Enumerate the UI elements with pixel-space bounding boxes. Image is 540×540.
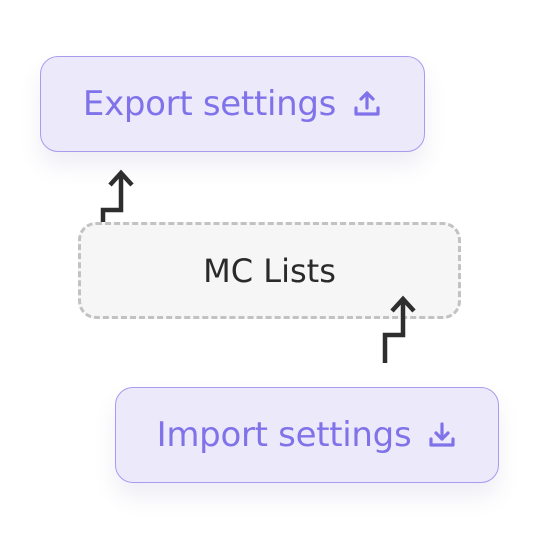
mc-lists-label: MC Lists — [203, 251, 336, 290]
mc-lists-box: MC Lists — [78, 222, 461, 319]
download-icon — [427, 420, 457, 450]
upload-icon — [352, 89, 382, 119]
import-settings-button[interactable]: Import settings — [115, 387, 499, 483]
export-settings-label: Export settings — [82, 84, 337, 124]
import-settings-label: Import settings — [156, 415, 412, 455]
export-settings-button[interactable]: Export settings — [40, 56, 425, 152]
